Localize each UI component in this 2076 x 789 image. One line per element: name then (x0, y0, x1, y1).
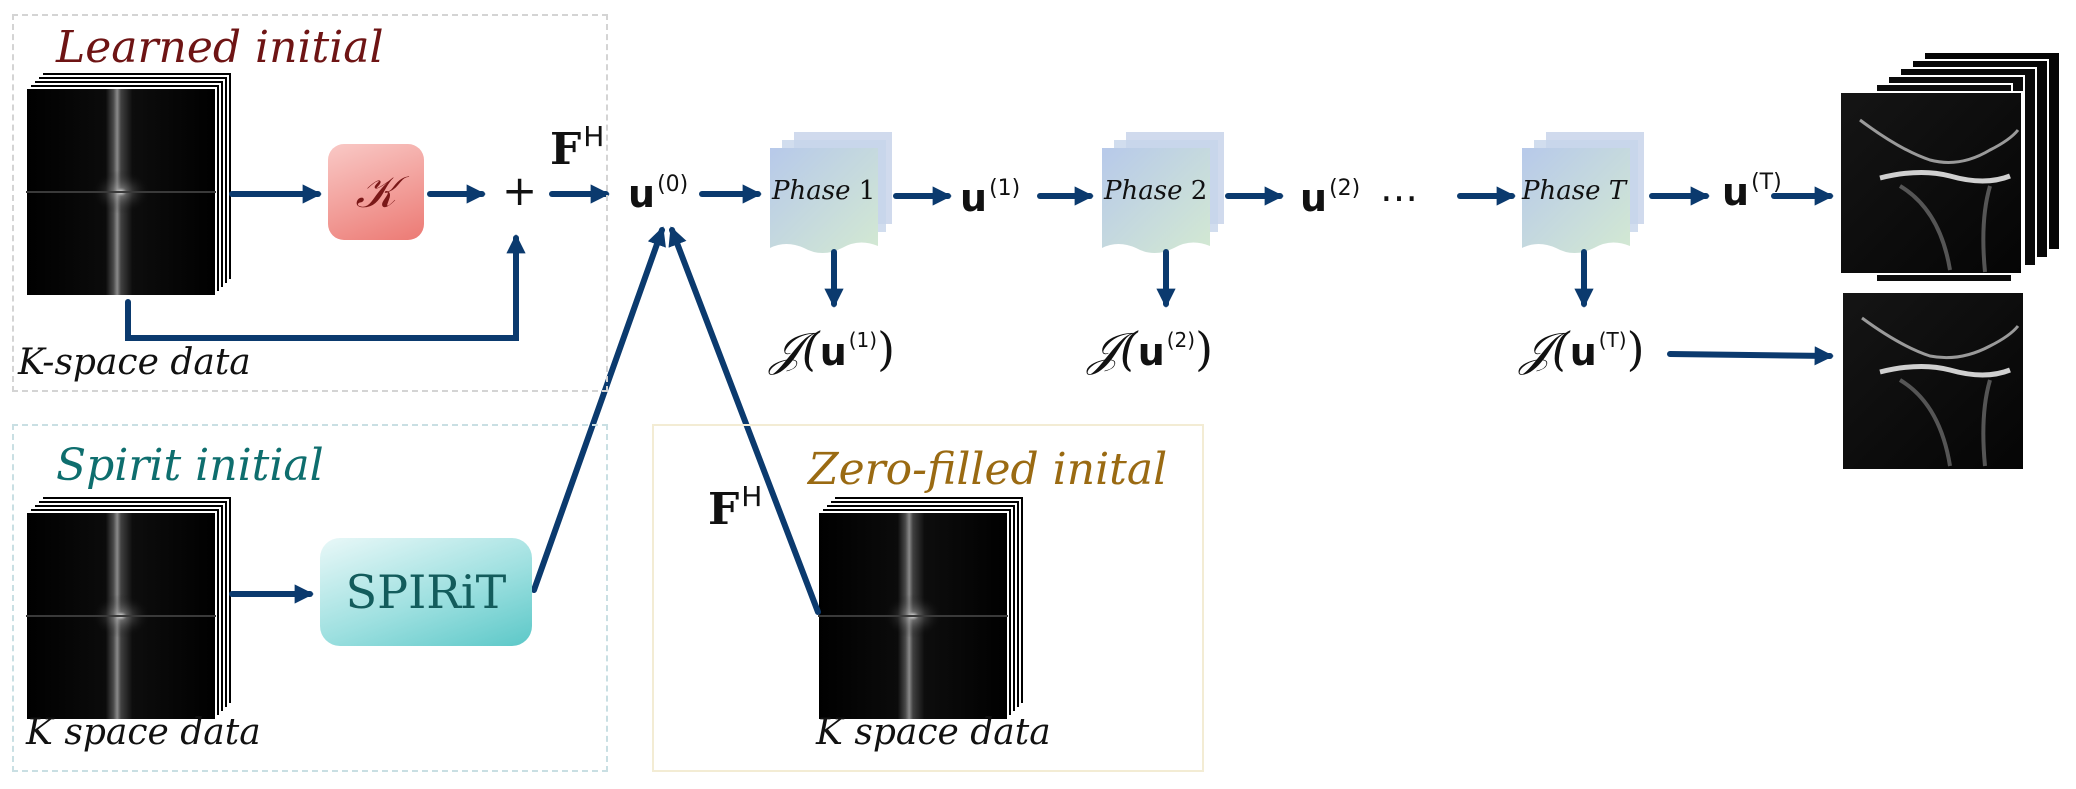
spirit-initial-group (12, 424, 608, 772)
loss-1-label: 𝒥(u(1)) (770, 322, 896, 376)
u2-label: u(2) (1300, 176, 1361, 220)
zero-filled-group (652, 424, 1204, 772)
loss-2-label: 𝒥(u(2)) (1088, 322, 1214, 376)
learned-initial-title: Learned initial (56, 22, 384, 73)
plus-operator: + (502, 166, 538, 215)
ellipsis: … (1380, 166, 1418, 210)
learned-kspace-caption: K-space data (18, 342, 251, 383)
target-image (1841, 291, 2025, 471)
spirit-initial-title: Spirit initial (56, 440, 324, 491)
zero-kspace-caption: K space data (816, 712, 1051, 753)
u0-label: u(0) (628, 172, 689, 216)
u1-label: u(1) (960, 176, 1021, 220)
output-image-stack (1839, 51, 2061, 283)
arrow-skip-to-plus (125, 234, 526, 341)
spirit-kspace-caption: K space data (26, 712, 261, 753)
arrow-loss-to-target (1667, 346, 1834, 366)
k-operator-block: 𝒦 (328, 144, 424, 240)
zero-filled-title: Zero-filled inital (808, 444, 1168, 495)
loss-t-label: 𝒥(u(T)) (1520, 322, 1645, 376)
phase-1-label: Phase 1 (772, 176, 876, 206)
learned-initial-group (12, 14, 608, 392)
phase-2-label: Phase 2 (1104, 176, 1208, 206)
spirit-operator-block: SPIRiT (320, 538, 532, 646)
phase-t-label: Phase T (1522, 176, 1627, 206)
ut-label: u(T) (1722, 170, 1782, 214)
fh-operator-top: FH (550, 120, 605, 175)
arrow-spirit-to-u0 (531, 226, 666, 593)
fh-operator-zero: FH (708, 480, 763, 535)
arrow-zero-to-u0 (668, 226, 821, 615)
